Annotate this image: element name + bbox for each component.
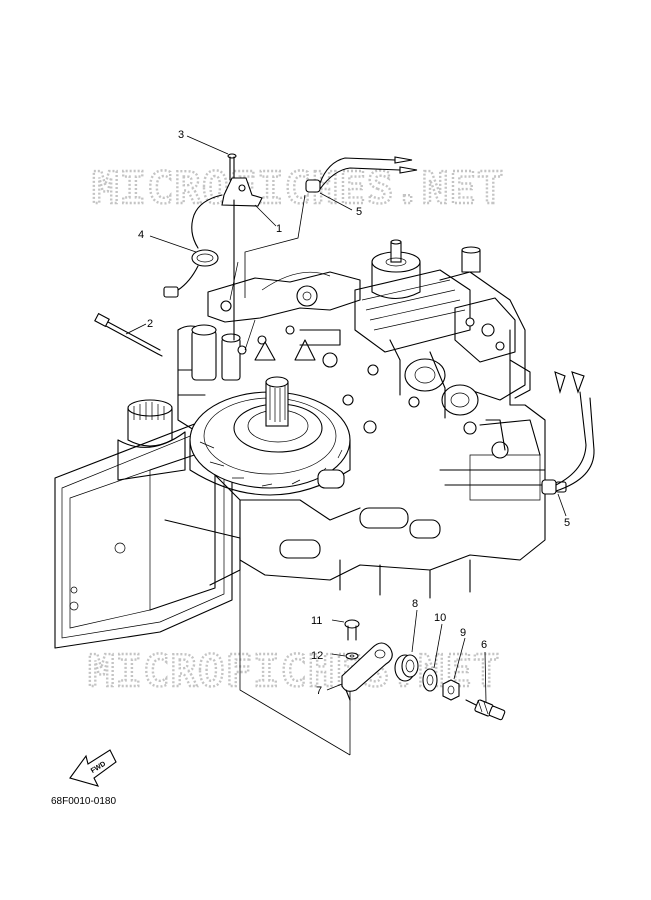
diagram-code: 68F0010-0180 [51,796,116,807]
leader-6 [484,651,487,703]
leader-12 [331,653,346,657]
leader-11 [331,619,345,623]
leader-1 [254,204,277,227]
leader-4 [149,235,197,253]
callout-3: 3 [178,129,184,141]
part-12-washer [345,652,359,660]
callout-7: 7 [316,685,322,697]
callout-9: 9 [460,627,466,639]
leader-2 [125,323,147,335]
part-5-lead-wire-top [305,156,418,193]
callout-5-right: 5 [564,517,570,529]
part-9-nut [442,679,460,701]
part-3-screw [227,153,237,181]
watermark-bottom: MICROFICHES.NET [88,646,500,697]
leader-7 [326,683,343,691]
leader-5-top [319,192,353,211]
part-10-gasket [422,668,438,692]
fwd-arrow-icon: FWD [69,749,117,787]
part-6-sensor-switch [465,699,506,721]
callout-4: 4 [138,229,144,241]
callout-10: 10 [434,612,446,624]
engine-block-drawing [54,239,546,649]
part-1-sensor [191,177,263,341]
leader-10 [433,623,443,669]
callout-1: 1 [276,223,282,235]
part-11-bolt [344,619,360,641]
callout-11: 11 [311,615,322,627]
callout-6: 6 [481,639,487,651]
leader-3 [186,135,229,155]
leader-8 [411,609,418,653]
leader-5-right [557,493,567,517]
callout-2: 2 [147,318,153,330]
watermark-top: MICROFICHES.NET [92,163,504,214]
reference-line-upper [244,194,306,298]
callout-5-top: 5 [356,206,362,218]
leader-9 [453,637,466,680]
callout-12: 12 [311,650,323,662]
part-4-clamp [163,249,219,298]
callout-8: 8 [412,598,418,610]
part-5-lead-wire-right [541,371,595,495]
part-2-cable-tie [94,312,163,357]
part-7-terminal [341,642,393,701]
part-8-grommet [394,654,419,682]
reference-line-lower [239,520,351,756]
